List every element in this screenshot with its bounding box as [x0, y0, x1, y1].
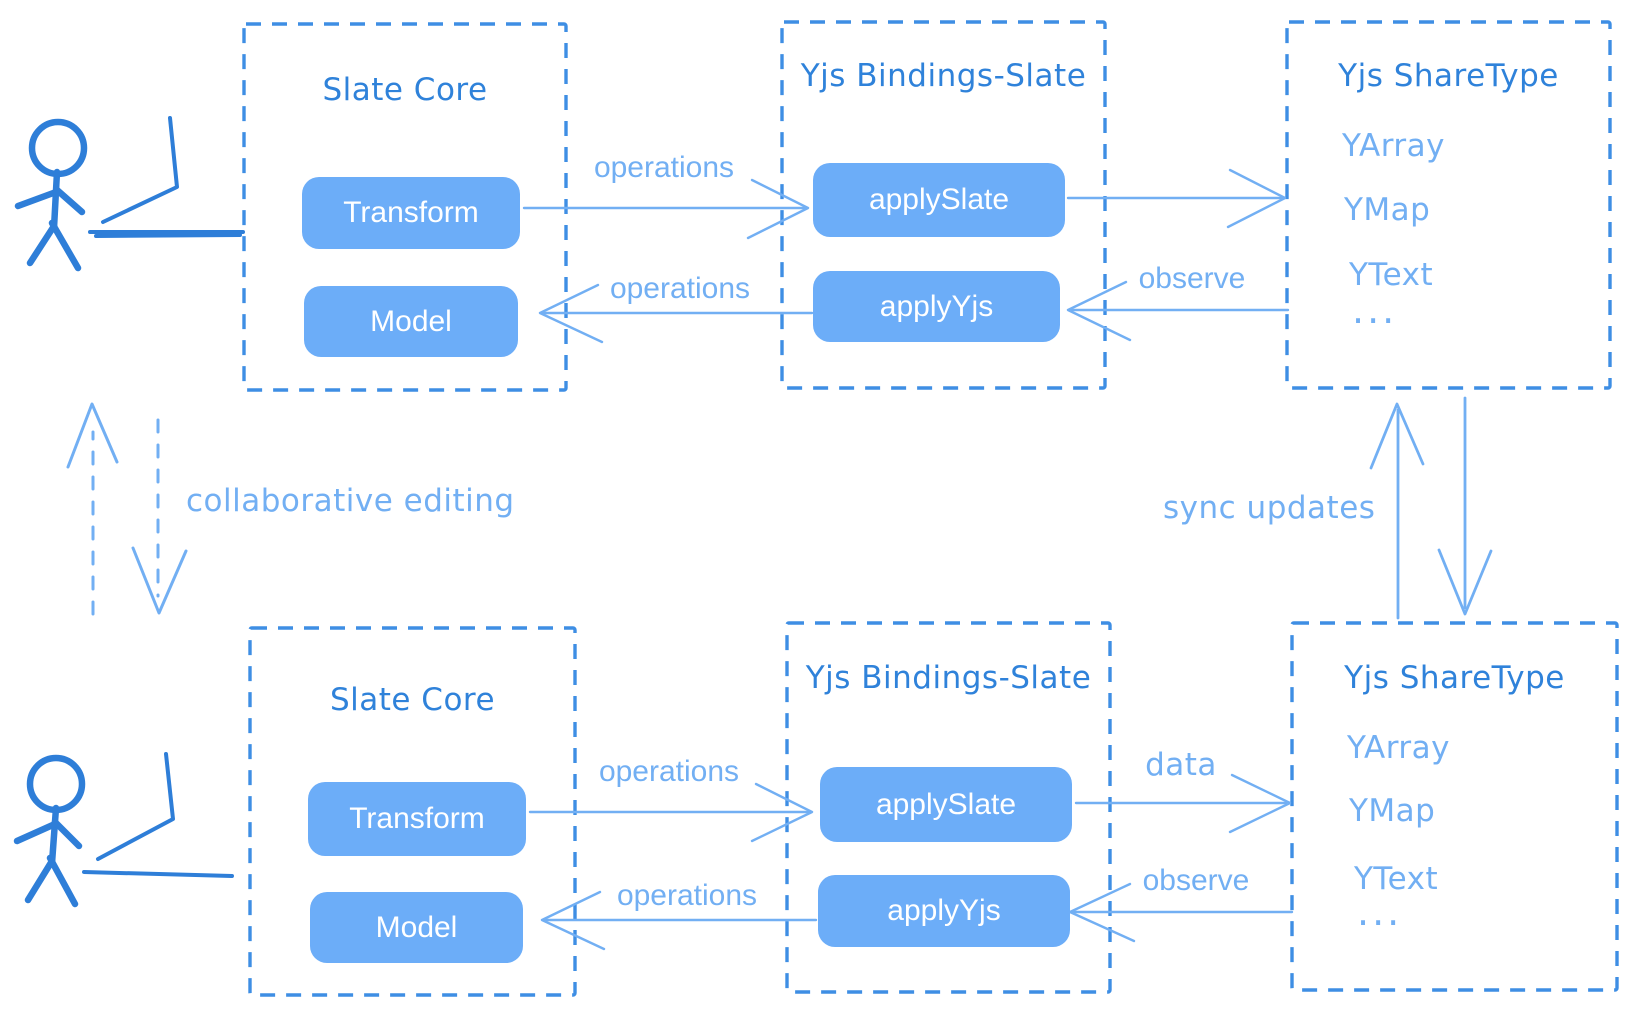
sync-arrows	[1369, 396, 1493, 620]
bindings-title: Yjs Bindings-Slate	[800, 58, 1087, 94]
transform-button: Transform	[308, 782, 526, 856]
operations-label: operations	[593, 151, 735, 184]
transform-button: Transform	[302, 177, 520, 249]
arrow-observe-top	[1066, 280, 1290, 342]
sync-updates-label: sync updates	[1163, 490, 1376, 526]
applyslate-button: applySlate	[820, 767, 1072, 842]
sharetype-item-ymap: YMap	[1344, 192, 1431, 228]
sharetype-item-ytext: YText	[1349, 257, 1434, 293]
sharetype-item-more: ...	[1357, 890, 1403, 934]
sharetype-title: Yjs ShareType	[1344, 660, 1565, 696]
bindings-box-bottom	[785, 621, 1112, 994]
arrow-observe-bottom	[1068, 882, 1294, 943]
sharetype-title: Yjs ShareType	[1338, 58, 1559, 94]
laptop-icon	[82, 752, 234, 878]
arrow-sync-down	[1437, 396, 1493, 616]
person-icon	[13, 754, 86, 908]
observe-label: observe	[1142, 864, 1250, 897]
sharetype-item-ymap: YMap	[1349, 793, 1436, 829]
operations-label: operations	[616, 879, 758, 912]
bindings-box-top	[780, 20, 1107, 390]
arrow-collab-up	[66, 402, 119, 616]
arrow-operations-bottom-left	[540, 890, 818, 951]
arrow-applyslate-to-sharetype-top	[1066, 168, 1287, 229]
arrow-operations-top-left	[538, 283, 814, 344]
observe-label: observe	[1138, 262, 1246, 295]
slate-core-title: Slate Core	[322, 72, 488, 108]
applyyjs-button: applyYjs	[818, 875, 1070, 947]
arrow-operations-bottom-right	[528, 782, 814, 843]
slate-core-title: Slate Core	[329, 682, 496, 718]
arrow-sync-up	[1369, 402, 1425, 620]
arrow-collab-down	[131, 418, 188, 615]
person-icon	[14, 118, 88, 272]
sharetype-item-yarray: YArray	[1342, 128, 1446, 164]
model-button: Model	[304, 286, 518, 357]
arrow-operations-top-right	[522, 178, 810, 240]
flow-arrows	[522, 168, 1294, 951]
operations-label: operations	[609, 272, 751, 305]
operations-label: operations	[598, 755, 740, 788]
applyyjs-button: applyYjs	[813, 271, 1060, 342]
sharetype-item-more: ...	[1352, 288, 1398, 332]
bindings-title: Yjs Bindings-Slate	[805, 660, 1092, 696]
arrow-data-bottom	[1074, 773, 1292, 834]
sharetype-box-top	[1285, 20, 1612, 390]
collaborative-editing-label: collaborative editing	[186, 483, 515, 519]
data-label: data	[1145, 747, 1217, 783]
sharetype-box-bottom	[1290, 621, 1619, 992]
applyslate-button: applySlate	[813, 163, 1065, 237]
laptop-icon	[88, 116, 245, 238]
sharetype-item-yarray: YArray	[1347, 730, 1451, 766]
model-button: Model	[310, 892, 523, 963]
collaborative-arrows	[66, 402, 188, 616]
sharetype-item-ytext: YText	[1354, 861, 1439, 897]
